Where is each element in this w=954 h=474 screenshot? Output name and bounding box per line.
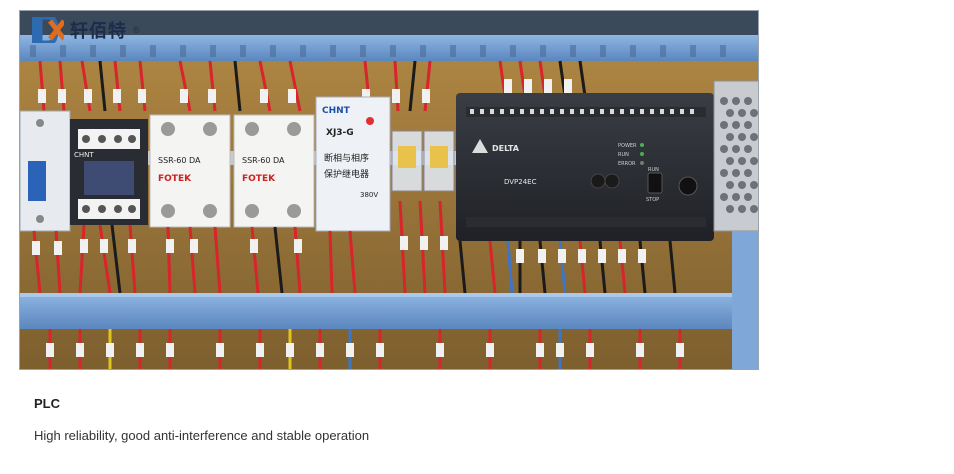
plc-model: DVP24EC	[504, 178, 537, 186]
product-title: PLC	[34, 396, 60, 411]
relay-right-brand: FOTEK	[242, 174, 276, 184]
contactor: CHNT	[70, 119, 148, 225]
delta-logo-icon	[472, 139, 488, 153]
delta-plc: DELTA DVP24EC POWER RUN ERROR RUN STOP	[456, 93, 714, 241]
relay-left-brand: FOTEK	[158, 174, 192, 184]
phase-relay-brand: CHNT	[322, 106, 351, 116]
solid-state-relay-left: FOTEK SSR-60 DA	[149, 114, 231, 228]
lower-cable-duct	[20, 293, 758, 329]
plc-switch-stop: STOP	[646, 197, 659, 203]
power-supply	[713, 80, 758, 232]
panel-illustration: CHNT FOTEK SSR-60 DA FOTEK SSR-60 DA CHN…	[20, 11, 758, 369]
solid-state-relay-right: FOTEK SSR-60 DA	[233, 114, 315, 228]
phase-relay-model: XJ3-G	[326, 128, 354, 138]
phase-relay-voltage: 380V	[360, 191, 378, 199]
product-description: High reliability, good anti-interference…	[34, 428, 370, 443]
brand-logo: 轩佰特 ®	[32, 17, 140, 43]
phase-relay-label-2: 保护继电器	[324, 168, 369, 180]
brand-name: 轩佰特	[70, 21, 127, 42]
phase-relay-label-1: 断相与相序	[324, 152, 369, 164]
small-relays	[391, 130, 455, 192]
plc-led-power: POWER	[618, 143, 637, 149]
plc-switch-run: RUN	[648, 167, 659, 173]
registered-mark: ®	[133, 25, 140, 35]
plc-led-run: RUN	[618, 152, 629, 158]
circuit-breaker	[20, 110, 71, 232]
plc-led-error: ERROR	[618, 161, 636, 167]
product-photo: CHNT FOTEK SSR-60 DA FOTEK SSR-60 DA CHN…	[19, 10, 759, 370]
phase-sequence-relay: CHNT XJ3-G 断相与相序 保护继电器 380V	[315, 96, 391, 232]
relay-left-model: SSR-60 DA	[158, 156, 201, 165]
brand-mark-icon	[32, 17, 64, 43]
contactor-brand: CHNT	[74, 151, 94, 159]
relay-right-model: SSR-60 DA	[242, 156, 285, 165]
plc-brand: DELTA	[492, 144, 520, 153]
